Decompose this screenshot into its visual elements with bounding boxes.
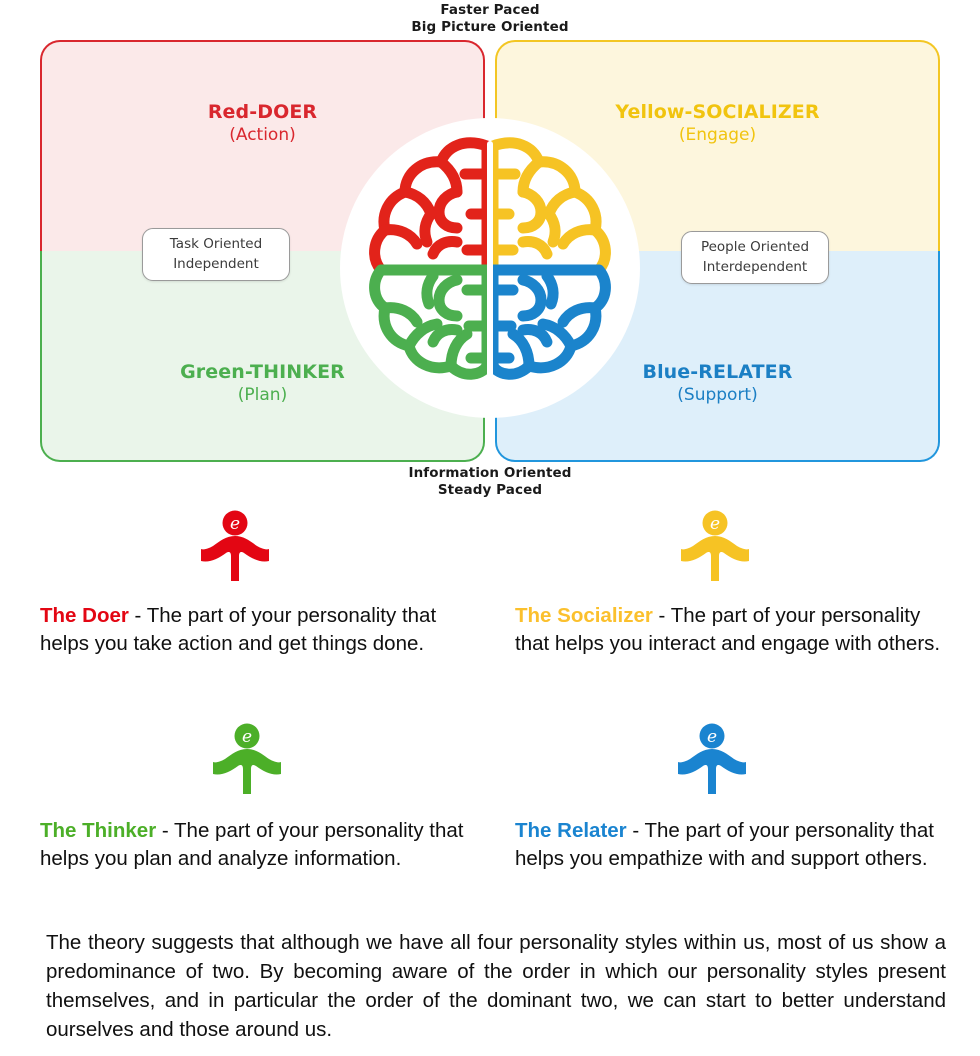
card-relater-text: The Relater - The part of your personali… <box>515 817 945 872</box>
axis-label-top: Faster Paced Big Picture Oriented <box>0 2 980 36</box>
axis-top-line1: Faster Paced <box>440 2 540 18</box>
summary-paragraph: The theory suggests that although we hav… <box>46 931 946 1041</box>
person-figure-icon: e <box>681 510 749 581</box>
card-doer-lead: The Doer <box>40 604 129 627</box>
quadrant-group: Red-DOER (Action) Yellow-SOCIALIZER (Eng… <box>40 40 940 462</box>
card-thinker-body: - The part of your personality that help… <box>40 819 464 870</box>
personality-style-cards: e The Doer - The part of your personalit… <box>0 505 980 920</box>
svg-text:e: e <box>230 514 240 534</box>
quadrant-blue-relater[interactable]: Blue-RELATER (Support) <box>495 251 940 462</box>
card-socializer-body: - The part of your personality that help… <box>515 604 941 655</box>
card-socializer-lead: The Socializer <box>515 604 653 627</box>
quadrant-yellow-title: Yellow-SOCIALIZER <box>615 101 820 123</box>
badge-task-oriented: Task Oriented Independent <box>142 228 290 281</box>
person-figure-icon: e <box>678 723 746 794</box>
person-figure-icon: e <box>213 723 281 794</box>
brain-icon <box>369 137 611 380</box>
svg-text:e: e <box>242 727 252 747</box>
card-relater-lead: The Relater <box>515 819 627 842</box>
card-doer-text: The Doer - The part of your personality … <box>40 602 470 657</box>
badge-people-line2: Interdependent <box>702 259 808 275</box>
svg-text:e: e <box>707 727 717 747</box>
svg-text:e: e <box>710 514 720 534</box>
card-thinker-lead: The Thinker <box>40 819 157 842</box>
quadrant-green-subtitle: (Plan) <box>237 385 288 405</box>
badge-task-line2: Independent <box>173 256 259 272</box>
card-thinker-text: The Thinker - The part of your personali… <box>40 817 470 872</box>
axis-label-bottom: Information Oriented Steady Paced <box>0 465 980 499</box>
card-doer-body: - The part of your personality that help… <box>40 604 437 655</box>
badge-people-line1: People Oriented <box>700 239 810 255</box>
badge-people-oriented: People Oriented Interdependent <box>681 231 829 284</box>
badge-task-line1: Task Oriented <box>169 236 263 252</box>
quadrant-red-title: Red-DOER <box>207 101 318 123</box>
person-figure-icon: e <box>201 510 269 581</box>
quadrant-yellow-subtitle: (Engage) <box>678 125 757 145</box>
axis-bottom-line2: Steady Paced <box>437 482 543 498</box>
quadrant-blue-subtitle: (Support) <box>677 385 758 405</box>
axis-bottom-line1: Information Oriented <box>408 465 572 481</box>
personality-quadrant-diagram: Faster Paced Big Picture Oriented Red-DO… <box>0 0 980 505</box>
card-relater-body: - The part of your personality that help… <box>515 819 934 870</box>
quadrant-green-title: Green-THINKER <box>180 361 345 383</box>
card-socializer-text: The Socializer - The part of your person… <box>515 602 945 657</box>
quadrant-blue-title: Blue-RELATER <box>642 361 793 383</box>
axis-top-line2: Big Picture Oriented <box>411 19 569 35</box>
quadrant-red-subtitle: (Action) <box>229 125 296 145</box>
